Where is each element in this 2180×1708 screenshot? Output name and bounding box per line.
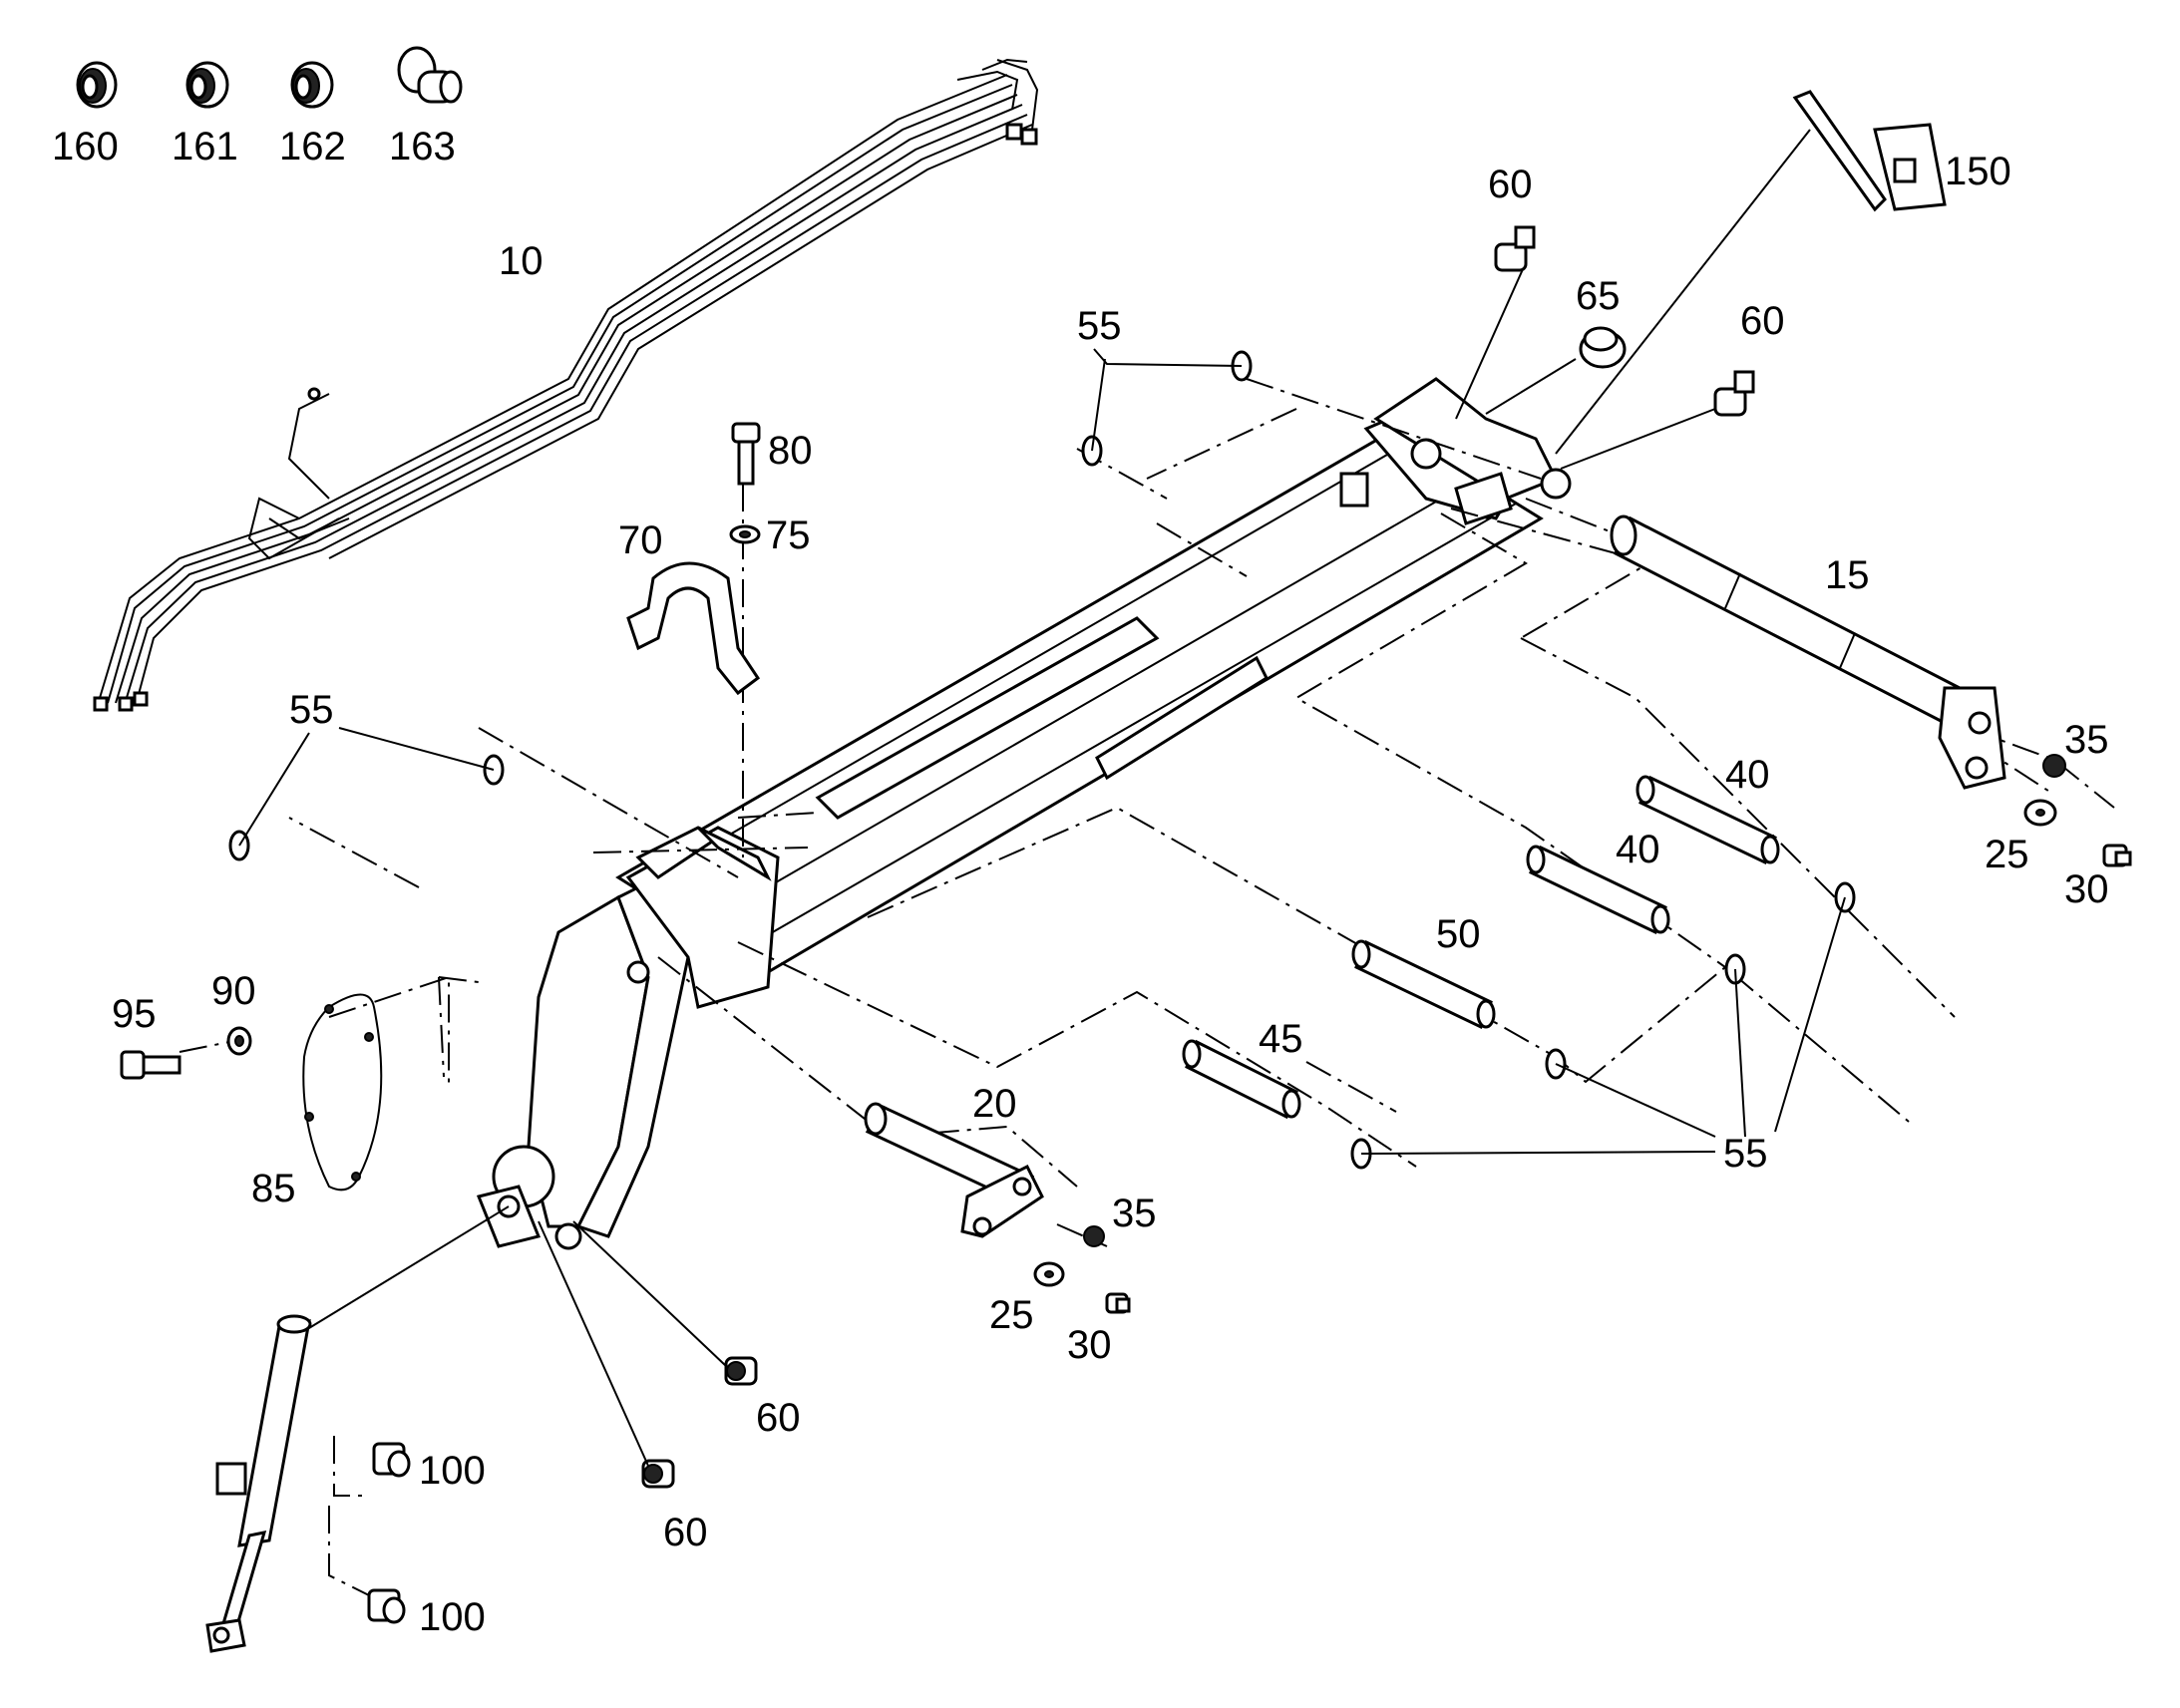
part-35-nut-left	[1083, 1225, 1105, 1247]
part-40-pin-lower	[1526, 845, 1670, 935]
part-25-washer-right	[2023, 799, 2057, 827]
callout-40-lower: 40	[1616, 828, 1660, 871]
callout-150: 150	[1945, 150, 2011, 193]
callout-25-right: 25	[1985, 833, 2029, 876]
part-35-nut-right	[2042, 754, 2066, 778]
callout-30-left: 30	[1067, 1323, 1112, 1367]
callout-80: 80	[768, 429, 813, 473]
part-161-seal	[185, 61, 229, 109]
assembly-lines	[179, 378, 2115, 1596]
part-80-bolt	[731, 422, 761, 486]
part-162-seal	[290, 61, 334, 109]
part-65-cap	[1579, 326, 1627, 369]
callout-60-bottom: 60	[663, 1511, 708, 1554]
part-40-pin-upper	[1635, 775, 1780, 865]
callout-85: 85	[251, 1167, 296, 1210]
callout-40-upper: 40	[1725, 753, 1770, 797]
part-15-pin	[1610, 514, 2006, 790]
callout-55-bottom: 55	[1723, 1132, 1768, 1176]
callout-55-top: 55	[1077, 304, 1122, 348]
callout-15: 15	[1825, 553, 1870, 597]
callout-55-left: 55	[289, 688, 334, 732]
hydraulic-cylinder	[205, 1314, 312, 1653]
part-163-bushing	[397, 46, 463, 104]
callout-100-lower: 100	[419, 1595, 486, 1639]
part-30-screw-right	[2102, 844, 2132, 867]
part-50-pin	[1351, 939, 1496, 1030]
part-60-grease-fitting-top	[1494, 225, 1536, 272]
callout-90: 90	[211, 969, 256, 1013]
callout-10: 10	[499, 239, 544, 283]
callout-35-right: 35	[2064, 718, 2109, 762]
part-95-bolt	[120, 1050, 182, 1080]
lower-arm	[476, 826, 780, 1250]
callout-162: 162	[279, 125, 346, 169]
callout-50: 50	[1436, 912, 1481, 956]
part-160-seal	[76, 61, 118, 109]
callout-95: 95	[112, 992, 157, 1036]
part-150-handle	[1792, 90, 1947, 212]
part-100-connector-upper	[372, 1442, 411, 1478]
callout-160: 160	[52, 125, 119, 169]
part-10-hose-bundle	[93, 58, 1039, 712]
boom-arm	[615, 377, 1572, 974]
callout-60-top: 60	[1488, 163, 1533, 206]
leader-lines	[238, 129, 1846, 1467]
callout-75: 75	[766, 513, 811, 557]
callout-45: 45	[1259, 1017, 1303, 1061]
callout-60-mid: 60	[756, 1396, 801, 1440]
callout-35-left: 35	[1112, 1192, 1157, 1235]
part-70-clamp	[626, 561, 761, 696]
callout-100-upper: 100	[419, 1449, 486, 1493]
callout-25-left: 25	[989, 1293, 1034, 1337]
part-60-grease-fitting-mid	[724, 1356, 758, 1386]
part-20-pin	[864, 1102, 1044, 1238]
callout-161: 161	[172, 125, 238, 169]
callout-70: 70	[618, 518, 663, 562]
part-45-pin	[1182, 1039, 1301, 1120]
part-100-connector-lower	[367, 1588, 406, 1624]
part-60-grease-fitting-bottom	[641, 1459, 675, 1489]
callout-65: 65	[1576, 274, 1621, 318]
part-60-grease-fitting-right	[1713, 370, 1755, 417]
part-85-cover-gasket	[302, 993, 383, 1192]
callout-163: 163	[389, 125, 456, 169]
part-30-screw-left	[1105, 1292, 1131, 1314]
callout-20: 20	[972, 1082, 1017, 1126]
callout-30-right: 30	[2064, 867, 2109, 911]
part-75-washer	[729, 524, 761, 544]
part-25-washer-left	[1033, 1261, 1065, 1287]
part-90-washer	[226, 1026, 252, 1056]
callout-labels: 160 161 162 163 10 150 60 65 60 55 80 75…	[52, 125, 2109, 1639]
callout-60-right: 60	[1740, 299, 1785, 343]
